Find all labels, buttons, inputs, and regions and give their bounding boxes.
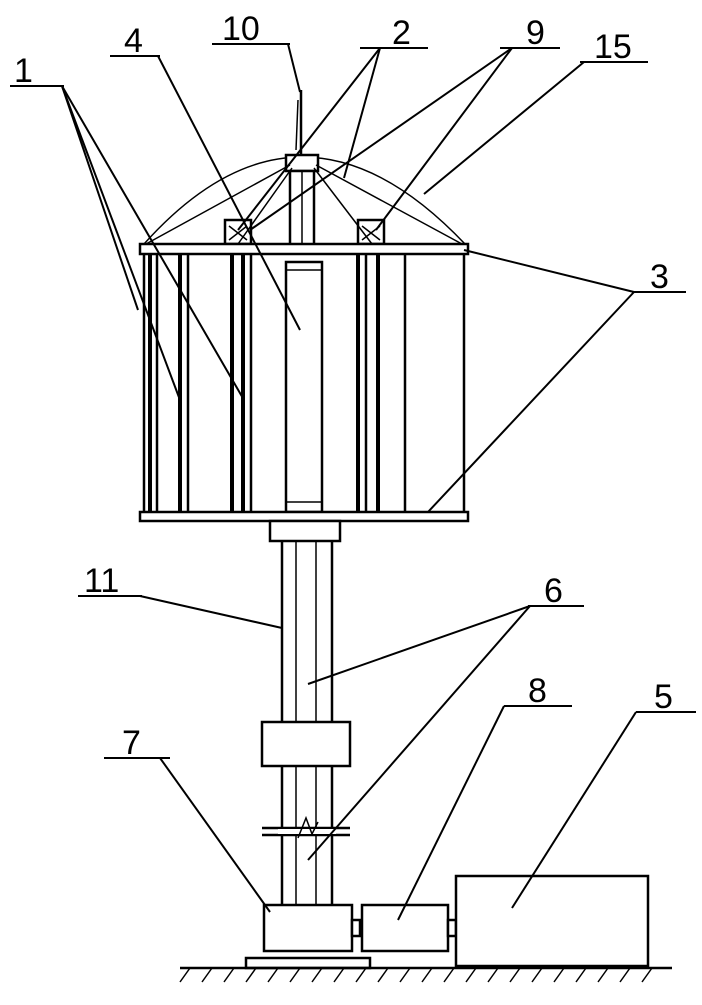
leader-15 xyxy=(423,61,585,195)
coupler xyxy=(360,903,450,953)
leader-2 xyxy=(237,47,381,231)
guy-wire-left-outer xyxy=(145,164,291,245)
label-6: 6 xyxy=(544,572,563,610)
leader-10 xyxy=(287,43,301,93)
gearbox-coupling xyxy=(350,918,362,938)
label-8: 8 xyxy=(528,672,547,710)
guy-wire-right-inner xyxy=(313,167,373,245)
label-9: 9 xyxy=(526,14,545,52)
middle-bearing-box xyxy=(260,720,352,768)
lightning-rod-tip xyxy=(295,99,299,151)
lower-coupling xyxy=(268,519,342,543)
label-2: 2 xyxy=(392,14,411,52)
leader-6 xyxy=(307,605,531,861)
leader-11 xyxy=(139,595,283,629)
leader-3 xyxy=(427,291,635,513)
label-3: 3 xyxy=(650,258,669,296)
left-bearing-cross-2 xyxy=(228,225,248,241)
label-15: 15 xyxy=(594,28,632,66)
leader-9 xyxy=(249,47,513,231)
leader-6 xyxy=(307,605,531,685)
leader-5 xyxy=(511,711,637,909)
leader-1 xyxy=(61,85,181,401)
gearbox xyxy=(262,903,354,953)
leader-8 xyxy=(397,705,505,921)
break-gap xyxy=(278,829,336,834)
central-shaft xyxy=(284,260,324,514)
guy-wire-right-outer xyxy=(315,164,463,245)
label-4: 4 xyxy=(124,22,143,60)
label-1: 1 xyxy=(14,52,33,90)
leader-9 xyxy=(375,47,513,231)
break-zigzag xyxy=(297,815,319,839)
leader-1 xyxy=(61,85,245,401)
leader-2 xyxy=(343,47,381,179)
leader-7 xyxy=(159,757,271,913)
generator xyxy=(454,874,650,968)
label-7: 7 xyxy=(122,724,141,762)
top-plate xyxy=(138,242,470,256)
leader-3 xyxy=(463,249,635,293)
label-10: 10 xyxy=(222,10,260,48)
guy-wire-left-inner xyxy=(237,167,293,245)
base-plate xyxy=(244,956,372,970)
label-11: 11 xyxy=(84,562,119,600)
label-5: 5 xyxy=(654,678,673,716)
ground-hatch xyxy=(179,967,653,983)
bottom-plate xyxy=(138,510,470,523)
leader-4 xyxy=(157,55,301,331)
leader-1 xyxy=(61,85,139,311)
